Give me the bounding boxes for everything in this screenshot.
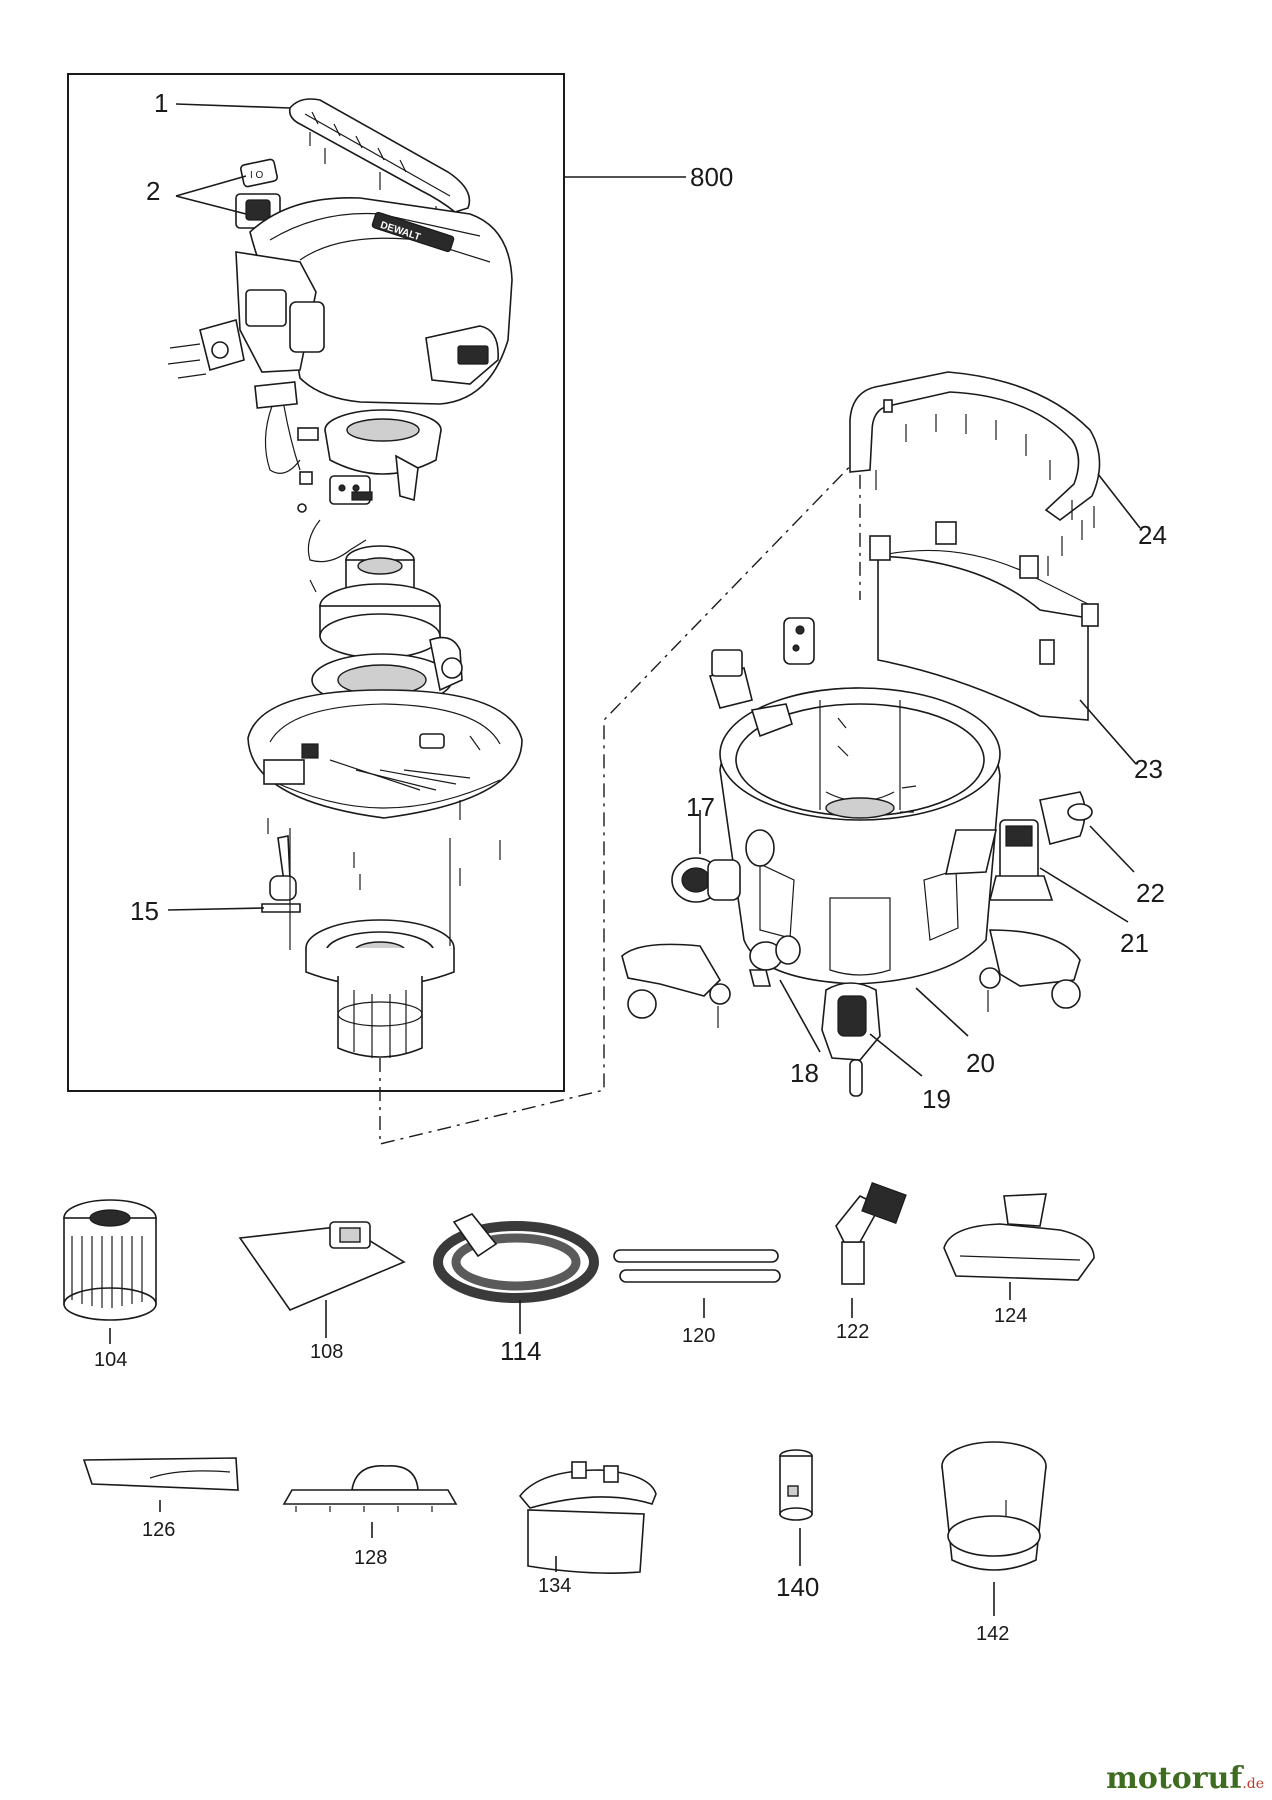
label-20: 20 xyxy=(966,1048,995,1078)
terminal-block xyxy=(307,475,373,593)
collection-drum xyxy=(708,617,1001,985)
drain-port xyxy=(671,829,775,903)
label-140: 140 xyxy=(776,1572,819,1602)
hose-adapter xyxy=(748,935,801,987)
label-124: 124 xyxy=(994,1305,1027,1327)
label-104: 104 xyxy=(94,1349,127,1371)
alignment-line xyxy=(379,454,861,1145)
label-114: 114 xyxy=(500,1336,541,1366)
hose xyxy=(433,1213,599,1334)
left-caster xyxy=(621,943,731,1028)
label-22: 22 xyxy=(1136,878,1165,908)
right-caster xyxy=(979,929,1081,1012)
squeegee-tool xyxy=(282,1465,458,1538)
cartridge-filter xyxy=(63,1199,157,1344)
tank-handle xyxy=(849,371,1101,576)
label-1: 1 xyxy=(154,88,168,118)
dust-bag xyxy=(238,1221,406,1338)
svg-text:I O: I O xyxy=(250,170,264,181)
label-19: 19 xyxy=(922,1084,951,1114)
leader-lines xyxy=(167,103,1141,1077)
circuit-board-wiring xyxy=(254,381,319,513)
extension-wands xyxy=(613,1249,781,1318)
accessory-storage-bag xyxy=(869,521,1099,721)
watermark-suffix: .de xyxy=(1242,1776,1264,1792)
label-24: 24 xyxy=(1138,520,1167,550)
label-120: 120 xyxy=(682,1325,715,1347)
floor-tool xyxy=(943,1193,1095,1300)
filter-cage xyxy=(305,919,455,1058)
label-18: 18 xyxy=(790,1058,819,1088)
label-15: 15 xyxy=(130,896,159,926)
label-128: 128 xyxy=(354,1547,387,1569)
label-122: 122 xyxy=(836,1321,869,1343)
label-21: 21 xyxy=(1120,928,1149,958)
label-142: 142 xyxy=(976,1623,1009,1645)
storage-caddy xyxy=(518,1461,657,1574)
watermark-name: motoruf xyxy=(1106,1761,1243,1796)
front-caster xyxy=(821,982,881,1097)
vacuum-motor xyxy=(319,545,441,659)
dusting-brush xyxy=(835,1181,907,1318)
collection-bucket xyxy=(941,1441,1047,1616)
plate-screws xyxy=(267,818,501,890)
hose-hanger xyxy=(1039,791,1093,845)
side-latch xyxy=(988,819,1054,901)
label-800: 800 xyxy=(690,162,733,192)
label-23: 23 xyxy=(1134,754,1163,784)
motor-cover-lid: DEWALT xyxy=(167,196,513,405)
float-lever xyxy=(261,835,301,913)
label-134: 134 xyxy=(538,1575,571,1597)
motor-gasket xyxy=(324,409,442,502)
label-108: 108 xyxy=(310,1341,343,1363)
label-126: 126 xyxy=(142,1519,175,1541)
site-watermark: motoruf.de xyxy=(1106,1761,1264,1796)
power-head-kit-frame xyxy=(67,73,565,1092)
label-17: 17 xyxy=(686,792,715,822)
float-cage-plate xyxy=(247,689,523,820)
crevice-tool xyxy=(82,1457,239,1512)
filter-bag-adapter xyxy=(779,1449,813,1566)
label-2: 2 xyxy=(146,176,160,206)
